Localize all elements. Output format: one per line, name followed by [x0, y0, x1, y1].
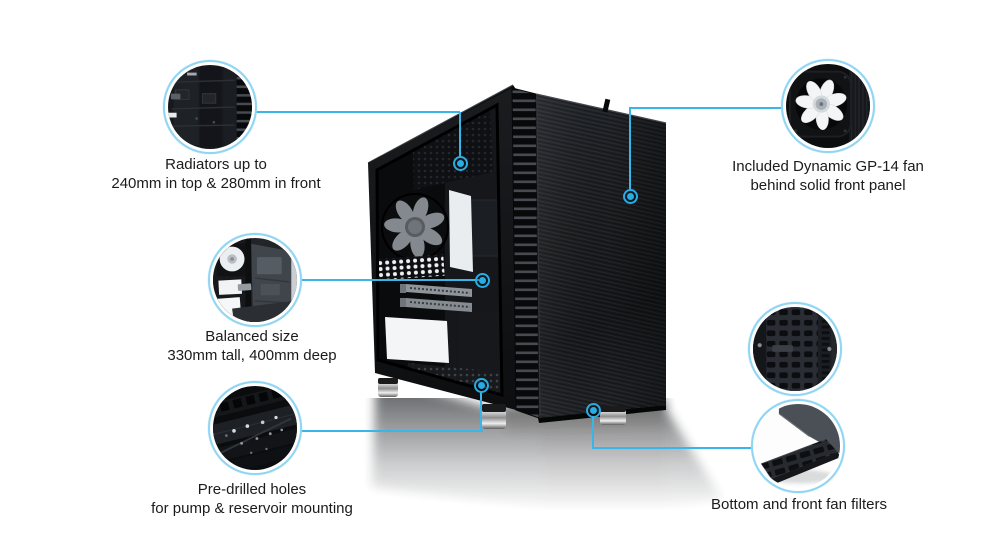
case-feet: [378, 378, 626, 429]
bottom-filter-grid-photo: [753, 307, 837, 391]
connector-line: [592, 417, 594, 448]
callout-circle-front-filter: [751, 399, 845, 493]
connector-dot: [475, 273, 490, 288]
callout-line: Radiators up to: [165, 156, 267, 173]
callout-line: 240mm in top & 280mm in front: [111, 175, 321, 192]
callout-circle-pre-drilled-holes: [208, 381, 302, 475]
connector-line: [459, 112, 461, 158]
connector-line: [301, 430, 483, 432]
case-interior-side-photo: [213, 238, 297, 322]
front-filter-tray-photo: [756, 404, 840, 488]
callout-circle-radiators: [163, 60, 257, 154]
case-top-interior-photo: [168, 65, 252, 149]
callout-line: Balanced size: [205, 328, 299, 345]
dynamic-gp14-fan-photo: [786, 64, 870, 148]
callout-text-fan-filters: Bottom and front fan filters: [649, 495, 949, 514]
connector-dot: [623, 189, 638, 204]
connector-line: [256, 111, 460, 113]
callout-text-pre-drilled-holes: Pre-drilled holes for pump & reservoir m…: [102, 480, 402, 518]
connector-dot: [453, 156, 468, 171]
connector-line: [629, 107, 783, 109]
callout-circle-balanced-size: [208, 233, 302, 327]
connector-line: [301, 279, 479, 281]
callout-circle-bottom-filter: [748, 302, 842, 396]
callout-text-radiators: Radiators up to 240mm in top & 280mm in …: [66, 155, 366, 193]
callout-line: Bottom and front fan filters: [711, 496, 887, 513]
callout-line: for pump & reservoir mounting: [151, 500, 353, 517]
callout-line: Included Dynamic GP-14 fan: [732, 158, 924, 175]
connector-line: [480, 391, 482, 431]
callout-line: Pre-drilled holes: [197, 481, 307, 498]
callout-text-balanced-size: Balanced size 330mm tall, 400mm deep: [102, 327, 402, 365]
connector-dot: [474, 378, 489, 393]
callout-text-included-fan: Included Dynamic GP-14 fan behind solid …: [678, 157, 978, 195]
product-case-image: [367, 84, 722, 510]
callout-line: behind solid front panel: [750, 177, 906, 194]
case-bottom-holes-photo: [213, 386, 297, 470]
callout-circle-included-fan: [781, 59, 875, 153]
callout-line: 330mm tall, 400mm deep: [167, 347, 337, 364]
connector-dot: [586, 403, 601, 418]
connector-line: [629, 107, 631, 191]
connector-line: [592, 447, 752, 449]
